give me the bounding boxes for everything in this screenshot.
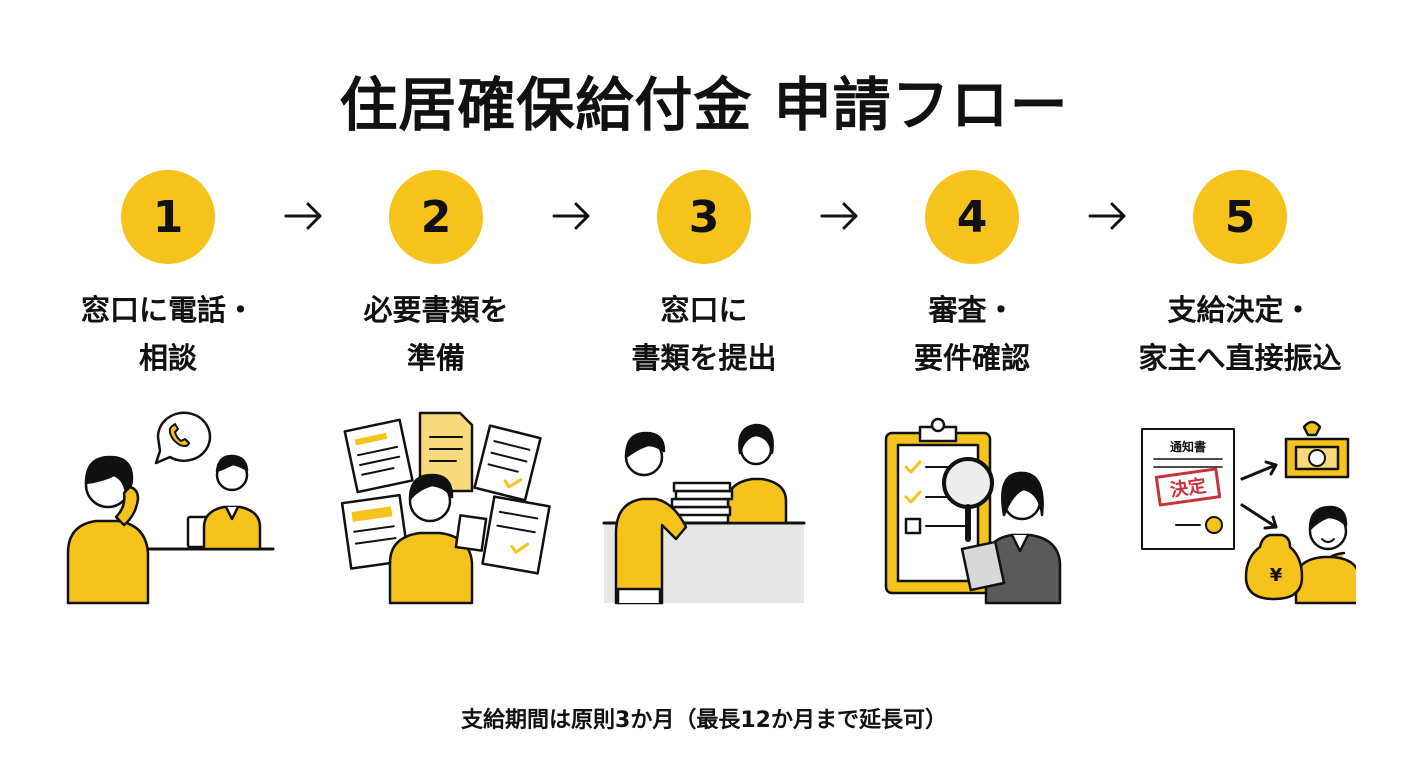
step-label-line2: 書類を提出 [631,341,777,375]
step-label: 必要書類を 準備 [316,286,556,382]
step-4: 4 審査・ 要件確認 [852,170,1092,382]
step-label-line1: 審査・ [928,293,1016,327]
page-title: 住居確保給付金 申請フロー [339,71,1069,139]
step-number-badge: 4 [925,170,1019,264]
step-label: 窓口に 書類を提出 [584,286,824,382]
step-2: 2 必要書類を 準備 [316,170,556,382]
step-label-line2: 家主へ直接振込 [1138,341,1342,375]
step-label-line1: 必要書類を [363,293,509,327]
step-number-badge: 3 [657,170,751,264]
step-label-line2: 準備 [406,341,465,375]
document-preparation-illustration [340,411,551,605]
arrow-right-icon [1088,202,1126,230]
step-label-line1: 窓口に電話・ [80,293,255,327]
arrow-right-icon [552,202,590,230]
step-label-line2: 要件確認 [913,341,1030,375]
payment-decision-illustration: 通知書 決定 ¥ [1141,420,1356,605]
yen-icon: ¥ [1270,565,1283,586]
notice-title: 通知書 [1170,439,1206,454]
step-3: 3 窓口に 書類を提出 [584,170,824,382]
step-label: 支給決定・ 家主へ直接振込 [1120,286,1360,382]
step-label-line1: 窓口に [660,293,748,327]
stamp-text: 決定 [1169,475,1208,502]
step-number-badge: 1 [121,170,215,264]
arrow-right-icon [284,202,322,230]
arrow-right-icon [820,202,858,230]
step-5: 5 支給決定・ 家主へ直接振込 [1120,170,1360,382]
step-number-badge: 2 [389,170,483,264]
step-label: 審査・ 要件確認 [852,286,1092,382]
phone-consultation-illustration [66,411,275,605]
step-1: 1 窓口に電話・ 相談 [48,170,288,382]
step-number-badge: 5 [1193,170,1287,264]
step-label-line1: 支給決定・ [1167,293,1313,327]
step-label-line2: 相談 [138,341,197,375]
footer-note: 支給期間は原則3か月（最長12か月まで延長可） [461,708,947,733]
review-verification-illustration [884,417,1062,605]
step-label: 窓口に電話・ 相談 [48,286,288,382]
counter-submission-illustration [602,423,806,605]
